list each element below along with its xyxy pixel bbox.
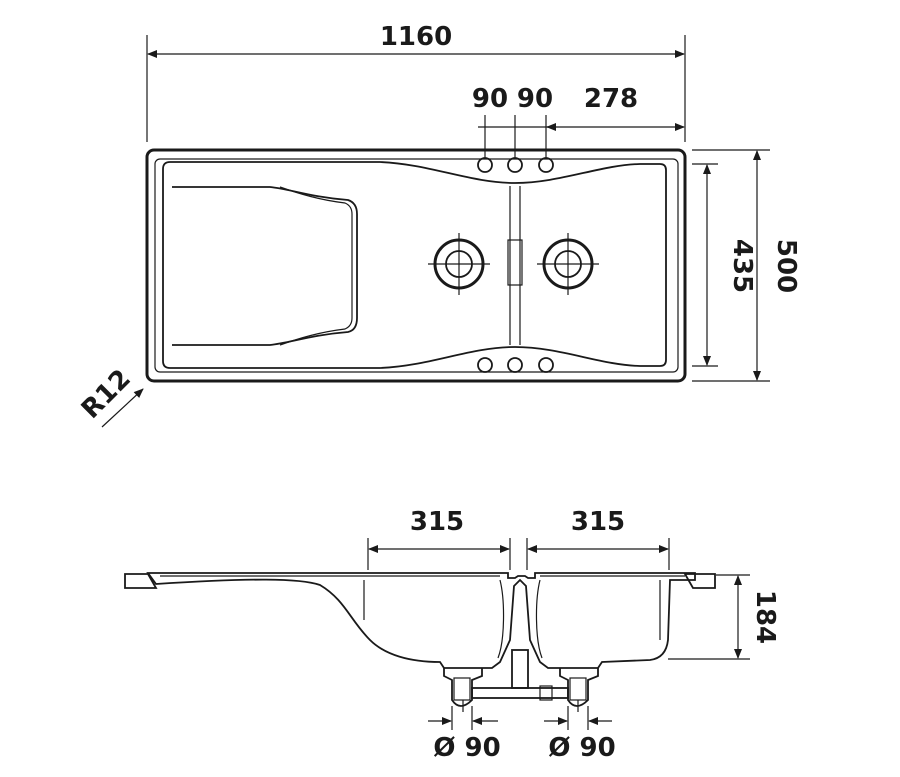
bowl-depth-label: 184 (750, 590, 780, 644)
tap-hole-top-1 (477, 157, 493, 173)
overflow-slot (507, 239, 523, 286)
overall-width-label: 1160 (380, 22, 452, 52)
drainboard-outline (172, 186, 358, 346)
connecting-pipe (471, 649, 569, 701)
countertop-left (124, 573, 158, 589)
right-bowl-width-label: 315 (571, 507, 625, 537)
overall-depth-label: 500 (771, 239, 801, 293)
sink-profile-outer (146, 572, 696, 669)
tap-hole-top-2 (507, 157, 523, 173)
tap-hole-top-3 (538, 157, 554, 173)
waste-fitting-right (559, 668, 599, 712)
countertop-right (683, 573, 716, 589)
sink-outer-rim (145, 148, 687, 383)
tap-spacing-2-label: 90 (517, 84, 553, 114)
sink-inner-rim (154, 158, 679, 373)
tap-offset-label: 278 (584, 84, 638, 114)
inner-depth-label: 435 (727, 239, 757, 293)
right-waste-diameter-label: Ø 90 (548, 733, 615, 763)
drainboard-inner (279, 186, 353, 346)
drain-left (428, 233, 490, 295)
radius-leader (101, 388, 144, 428)
corner-radius-label: R12 (76, 364, 137, 425)
sink-profile-inner (160, 575, 685, 659)
left-waste-diameter-label: Ø 90 (433, 733, 500, 763)
tap-spacing-1-label: 90 (472, 84, 508, 114)
tap-hole-bottom-3 (538, 357, 554, 373)
section-view: 315 315 184 Ø 90 Ø 90 (124, 507, 780, 763)
drain-right (537, 233, 599, 295)
left-bowl-width-label: 315 (410, 507, 464, 537)
tap-hole-bottom-2 (507, 357, 523, 373)
waste-fitting-left (443, 668, 483, 712)
tap-hole-bottom-1 (477, 357, 493, 373)
basin-outline (162, 161, 667, 369)
top-view: 1160 90 90 278 435 500 R12 (76, 22, 801, 428)
